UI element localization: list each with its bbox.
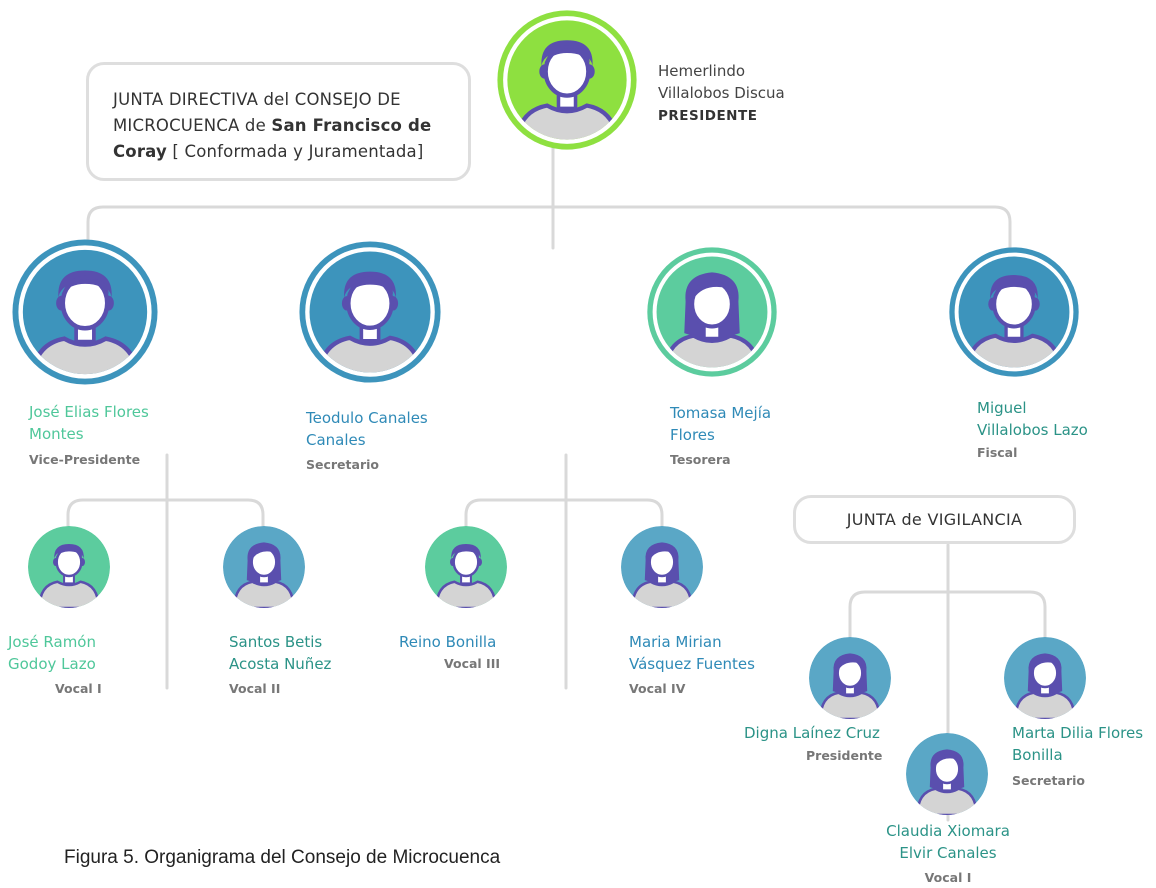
vocal-4-name-line1: Maria Mirian [629,633,722,651]
vicepresidente-name: José Elias Flores Montes [29,401,149,445]
secretario-name-line1: Teodulo Canales [306,409,428,427]
vocal-2-name-line2: Acosta Nuñez [229,655,332,673]
vocal-1-name-line1: José Ramón [8,633,96,651]
vocal-1-name: José Ramón Godoy Lazo [8,631,96,675]
vocal-3-name-line1: Reino Bonilla [399,633,497,651]
president-name: Hemerlindo Villalobos Discua [658,60,785,104]
vigilancia-presidente-avatar [809,637,891,719]
vigilancia-presidente-name-line1: Digna Laínez Cruz [744,724,880,742]
tesorera-role: Tesorera [670,452,731,467]
president-role: PRESIDENTE [658,108,758,124]
vocal-4-role: Vocal IV [629,681,686,696]
board-title-place: San Francisco de [271,116,432,135]
vicepresidente-name-line1: José Elias Flores [29,403,149,421]
vigilancia-vocal-name-line1: Claudia Xiomara [886,822,1010,840]
vocal-3-name: Reino Bonilla [399,631,496,653]
vocal-2-name-line1: Santos Betis [229,633,323,651]
vigilancia-secretario-name-line2: Bonilla [1012,746,1063,764]
tesorera-name-line2: Flores [670,426,715,444]
board-title-box: JUNTA DIRECTIVA del CONSEJO DE MICROCUEN… [86,62,471,181]
vigilancia-title-box: JUNTA de VIGILANCIA [793,495,1076,544]
vigilancia-secretario-name: Marta Dilia Flores Bonilla [1012,722,1143,766]
board-title-line2: MICROCUENCA de San Francisco de [113,113,454,139]
president-name-line1: Hemerlindo [658,62,746,80]
board-title-place-end: Coray [113,142,167,161]
fiscal-role: Fiscal [977,445,1018,460]
vigilancia-vocal-avatar [906,733,988,815]
fiscal-name: Miguel Villalobos Lazo [977,397,1088,441]
vigilancia-vocal-name-line2: Elvir Canales [899,844,997,862]
secretario-name-line2: Canales [306,431,366,449]
tesorera-name-line1: Tomasa Mejía [670,404,772,422]
vigilancia-presidente-role: Presidente [806,748,883,763]
vocal-1-avatar [28,526,110,608]
fiscal-name-line1: Miguel [977,399,1027,417]
vocal-4-name-line2: Vásquez Fuentes [629,655,755,673]
vocal-3-avatar [425,526,507,608]
board-title-line3: Coray [ Conformada y Juramentada] [113,139,454,165]
vocal-4-avatar [621,526,703,608]
tesorera-avatar [646,246,778,378]
vicepresidente-name-line2: Montes [29,425,84,443]
vocal-4-name: Maria Mirian Vásquez Fuentes [629,631,755,675]
vocal-2-name: Santos Betis Acosta Nuñez [229,631,331,675]
board-title-line1: JUNTA DIRECTIVA del CONSEJO DE [113,90,401,109]
figure-caption: Figura 5. Organigrama del Consejo de Mic… [64,847,501,868]
vocal-1-role: Vocal I [55,681,102,696]
secretario-name: Teodulo Canales Canales [306,407,428,451]
vigilancia-presidente-name: Digna Laínez Cruz [744,722,880,744]
vigilancia-secretario-avatar [1004,637,1086,719]
president-name-line2: Villalobos Discua [658,84,785,102]
secretario-avatar [298,240,442,384]
vocal-2-avatar [223,526,305,608]
vocal-1-name-line2: Godoy Lazo [8,655,96,673]
vigilancia-secretario-name-line1: Marta Dilia Flores [1012,724,1144,742]
board-title-status: [ Conformada y Juramentada] [166,142,424,161]
tesorera-name: Tomasa Mejía Flores [670,402,771,446]
fiscal-name-line2: Villalobos Lazo [977,421,1088,439]
vocal-3-role: Vocal III [444,656,501,671]
vigilancia-vocal-role: Vocal I [924,870,972,885]
vicepresidente-avatar [11,238,159,386]
president-avatar [496,9,638,151]
vicepresidente-role: Vice-Presidente [29,452,141,467]
vigilancia-vocal-name: Claudia Xiomara Elvir Canales [877,820,1019,864]
vocal-2-role: Vocal II [229,681,281,696]
fiscal-avatar [948,246,1080,378]
vigilancia-secretario-role: Secretario [1012,773,1085,788]
board-title-text: MICROCUENCA de [113,116,272,135]
secretario-role: Secretario [306,457,379,472]
